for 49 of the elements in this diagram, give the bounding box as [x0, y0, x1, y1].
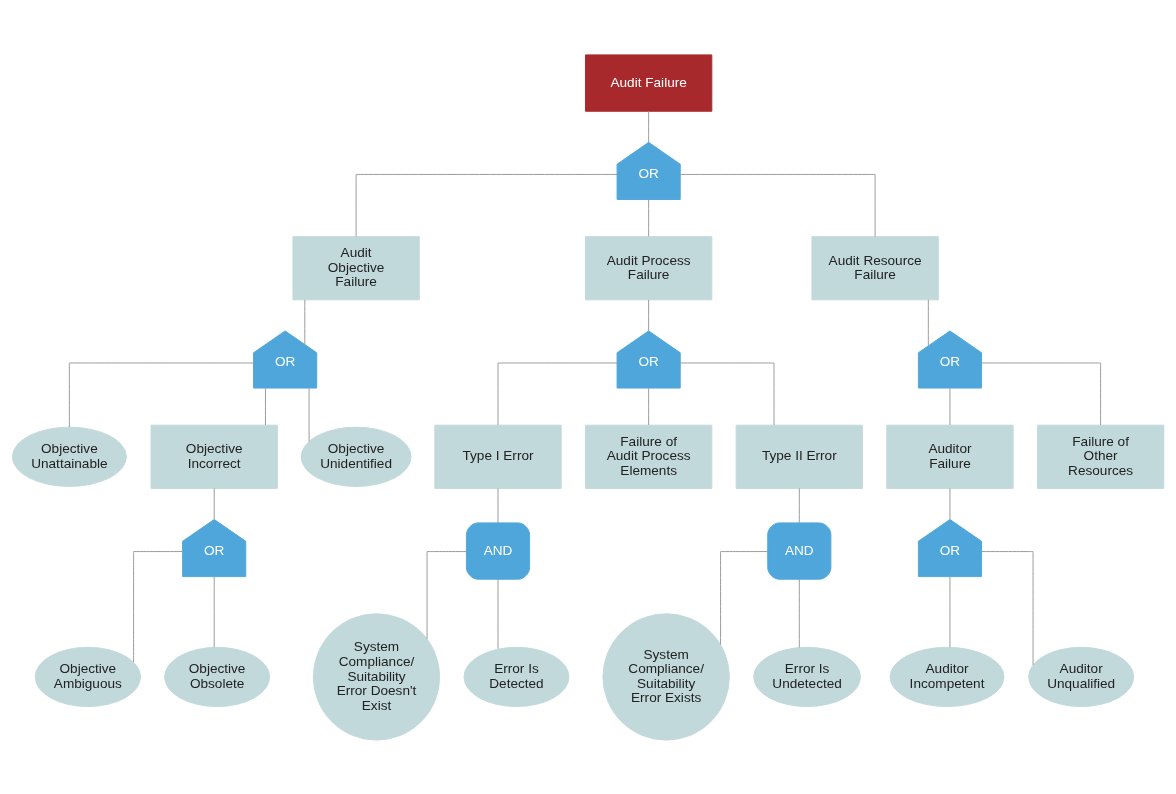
- connector: [308, 387, 310, 442]
- connector: [949, 387, 951, 425]
- connector: [213, 487, 215, 520]
- node-ellipse: Auditor Unqualified: [1028, 646, 1135, 707]
- connector: [264, 387, 266, 425]
- connector: [648, 110, 650, 143]
- connector: [798, 487, 800, 523]
- connector: [927, 298, 929, 346]
- node-box: Failure of Other Resources: [1036, 424, 1165, 489]
- connector: [981, 550, 1034, 665]
- node-circle: System Compliance/ Suitability Error Doesn't Exist: [312, 612, 441, 741]
- connector: [981, 362, 1102, 426]
- connector: [949, 487, 951, 520]
- node-box: AND: [465, 521, 531, 580]
- node-box: Audit Objective Failure: [292, 235, 420, 300]
- node-ellipse: Objective Ambiguous: [34, 646, 141, 707]
- connector: [68, 362, 254, 428]
- connector: [426, 550, 467, 639]
- connector: [497, 578, 499, 649]
- connector: [720, 550, 768, 645]
- node-ellipse: Objective Obsolete: [164, 646, 271, 707]
- connector: [648, 198, 650, 237]
- connector: [355, 173, 618, 237]
- connector: [304, 298, 306, 345]
- node-box: Failure of Audit Process Elements: [585, 424, 713, 489]
- node-box: Audit Process Failure: [585, 235, 713, 300]
- connector: [680, 173, 876, 237]
- node-ellipse: Objective Unattainable: [11, 426, 127, 487]
- node-box: Type II Error: [735, 424, 863, 489]
- connector: [497, 487, 499, 523]
- node-ellipse: Error Is Undetected: [753, 646, 861, 707]
- node-box: Auditor Failure: [886, 424, 1014, 489]
- connector: [648, 298, 650, 331]
- node-ellipse: Auditor Incompetent: [889, 646, 1005, 707]
- connector: [497, 362, 618, 426]
- connector: [133, 550, 183, 663]
- connector: [798, 578, 800, 648]
- node-box: Audit Failure: [585, 53, 713, 112]
- node-box: Audit Resource Failure: [811, 235, 939, 300]
- node-ellipse: Error Is Detected: [463, 646, 570, 707]
- connector: [648, 387, 650, 425]
- node-box: AND: [767, 521, 832, 580]
- connector: [679, 362, 775, 426]
- connector: [213, 575, 215, 648]
- node-box: Objective Incorrect: [150, 424, 278, 489]
- node-ellipse: Objective Unidentified: [300, 426, 412, 487]
- connector: [949, 575, 951, 648]
- node-box: Type I Error: [434, 424, 562, 489]
- node-circle: System Compliance/ Suitability Error Exists: [602, 612, 730, 741]
